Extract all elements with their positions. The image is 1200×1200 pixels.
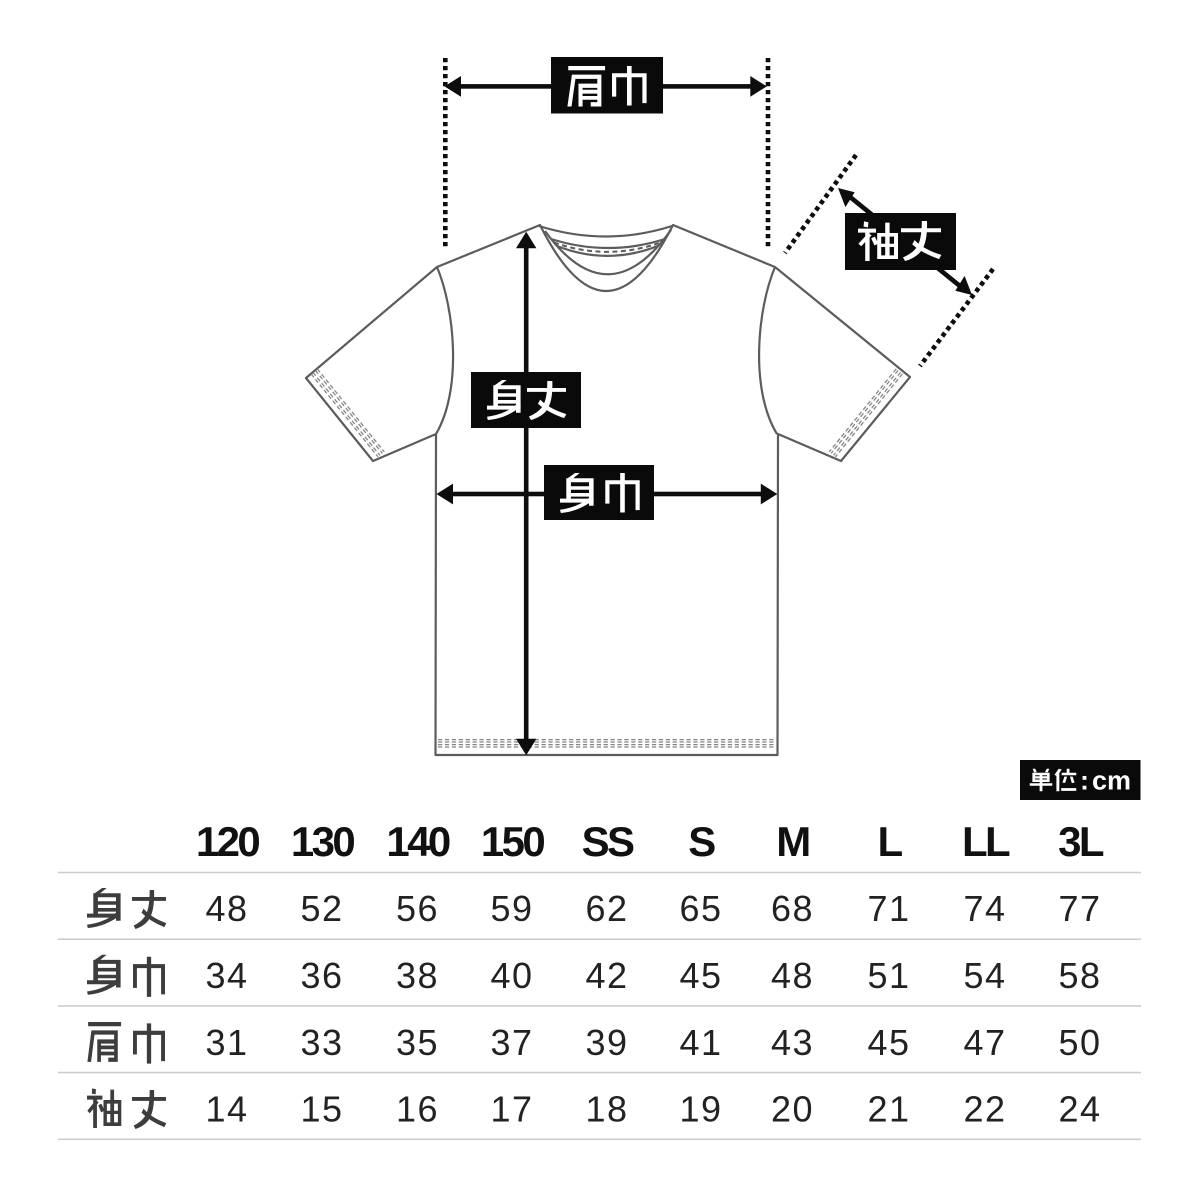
svg-text:45: 45 (867, 1022, 910, 1063)
svg-text:56: 56 (396, 888, 439, 929)
svg-text:21: 21 (867, 1089, 910, 1130)
svg-text:120: 120 (196, 818, 260, 865)
svg-text:34: 34 (205, 955, 248, 996)
svg-text:19: 19 (679, 1089, 722, 1130)
svg-text:59: 59 (490, 888, 533, 929)
svg-text:18: 18 (585, 1089, 628, 1130)
svg-text:68: 68 (771, 888, 814, 929)
svg-text:52: 52 (300, 888, 343, 929)
svg-text:20: 20 (771, 1089, 814, 1130)
svg-text:130: 130 (291, 818, 355, 865)
svg-text:47: 47 (963, 1022, 1006, 1063)
svg-text:38: 38 (396, 955, 439, 996)
svg-text:35: 35 (396, 1022, 439, 1063)
svg-text:74: 74 (963, 888, 1006, 929)
svg-text:17: 17 (490, 1089, 533, 1130)
svg-text:58: 58 (1058, 955, 1101, 996)
svg-text:42: 42 (585, 955, 628, 996)
svg-text:37: 37 (490, 1022, 533, 1063)
svg-text:71: 71 (867, 888, 910, 929)
svg-text:M: M (776, 818, 809, 865)
svg-text:40: 40 (490, 955, 533, 996)
svg-text:L: L (877, 818, 902, 865)
svg-text:140: 140 (386, 818, 450, 865)
svg-text::: : (1080, 766, 1089, 796)
svg-text:41: 41 (679, 1022, 722, 1063)
svg-text:77: 77 (1058, 888, 1101, 929)
svg-text:31: 31 (205, 1022, 248, 1063)
svg-text:15: 15 (300, 1089, 343, 1130)
svg-text:150: 150 (481, 818, 545, 865)
svg-text:39: 39 (585, 1022, 628, 1063)
svg-text:16: 16 (396, 1089, 439, 1130)
svg-text:43: 43 (771, 1022, 814, 1063)
svg-text:14: 14 (205, 1089, 248, 1130)
svg-text:48: 48 (771, 955, 814, 996)
svg-text:LL: LL (962, 818, 1010, 865)
svg-text:33: 33 (300, 1022, 343, 1063)
svg-text:cm: cm (1092, 766, 1131, 796)
svg-text:45: 45 (679, 955, 722, 996)
svg-text:S: S (688, 818, 715, 865)
svg-text:22: 22 (963, 1089, 1006, 1130)
svg-text:65: 65 (679, 888, 722, 929)
svg-text:62: 62 (585, 888, 628, 929)
svg-text:51: 51 (867, 955, 910, 996)
svg-text:SS: SS (582, 818, 634, 865)
svg-text:24: 24 (1058, 1089, 1101, 1130)
svg-text:36: 36 (300, 955, 343, 996)
svg-text:3L: 3L (1058, 818, 1104, 865)
svg-text:50: 50 (1058, 1022, 1101, 1063)
svg-text:54: 54 (963, 955, 1006, 996)
svg-text:48: 48 (205, 888, 248, 929)
